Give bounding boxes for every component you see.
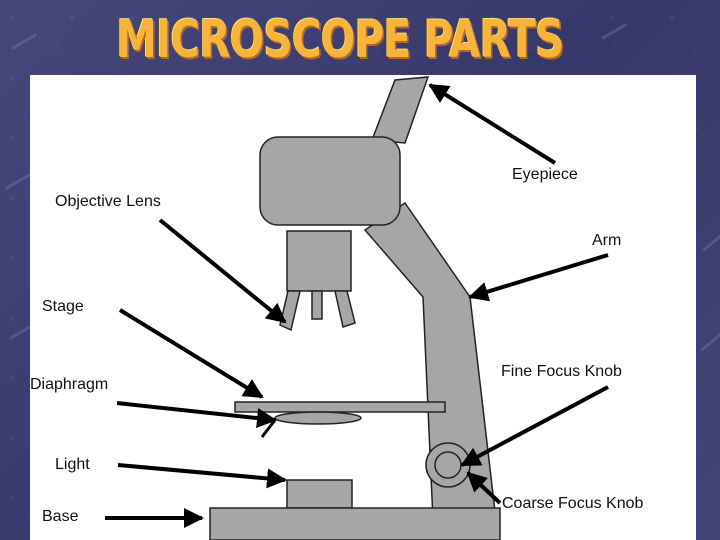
label-arm: Arm bbox=[592, 232, 622, 249]
eyepiece-shape bbox=[370, 76, 430, 144]
arm-arrow bbox=[468, 253, 609, 302]
microscope-diagram bbox=[105, 76, 609, 540]
base-shape bbox=[209, 507, 501, 540]
stage-arrow bbox=[118, 308, 264, 399]
background-decoration bbox=[702, 231, 720, 252]
coarse-focus-knob-arrow bbox=[466, 471, 502, 505]
diaphragm-arrow-tip bbox=[260, 419, 277, 438]
label-stage: Stage bbox=[42, 298, 84, 315]
objective-lens-left bbox=[279, 290, 301, 332]
label-base: Base bbox=[42, 508, 79, 525]
eyepiece-arrow bbox=[428, 83, 557, 165]
light-arrow bbox=[117, 463, 287, 489]
background-decoration bbox=[700, 331, 720, 352]
diagram-panel: Eyepiece Objective Lens Arm Stage Diaphr… bbox=[30, 75, 696, 540]
objective-lens-arrow bbox=[158, 218, 287, 324]
label-objective-lens: Objective Lens bbox=[55, 193, 161, 210]
diaphragm-shape bbox=[274, 411, 362, 425]
objective-lens-right bbox=[334, 290, 356, 328]
label-eyepiece: Eyepiece bbox=[512, 166, 578, 183]
label-coarse-focus-knob: Coarse Focus Knob bbox=[502, 495, 644, 512]
page-title: MICROSCOPE PARTS bbox=[116, 10, 564, 70]
nosepiece-shape bbox=[286, 230, 352, 292]
objective-lens-middle bbox=[311, 290, 323, 320]
label-light: Light bbox=[55, 456, 90, 473]
fine-focus-knob-arrow bbox=[460, 385, 609, 467]
diaphragm-arrow bbox=[116, 401, 277, 429]
stage-shape bbox=[234, 401, 446, 413]
background-decoration bbox=[5, 173, 31, 190]
label-fine-focus-knob: Fine Focus Knob bbox=[501, 363, 622, 380]
fine-focus-knob-shape bbox=[434, 451, 462, 479]
head-shape bbox=[259, 136, 401, 226]
label-diaphragm: Diaphragm bbox=[30, 376, 109, 393]
background-decoration bbox=[11, 33, 37, 50]
light-shape bbox=[286, 479, 353, 509]
